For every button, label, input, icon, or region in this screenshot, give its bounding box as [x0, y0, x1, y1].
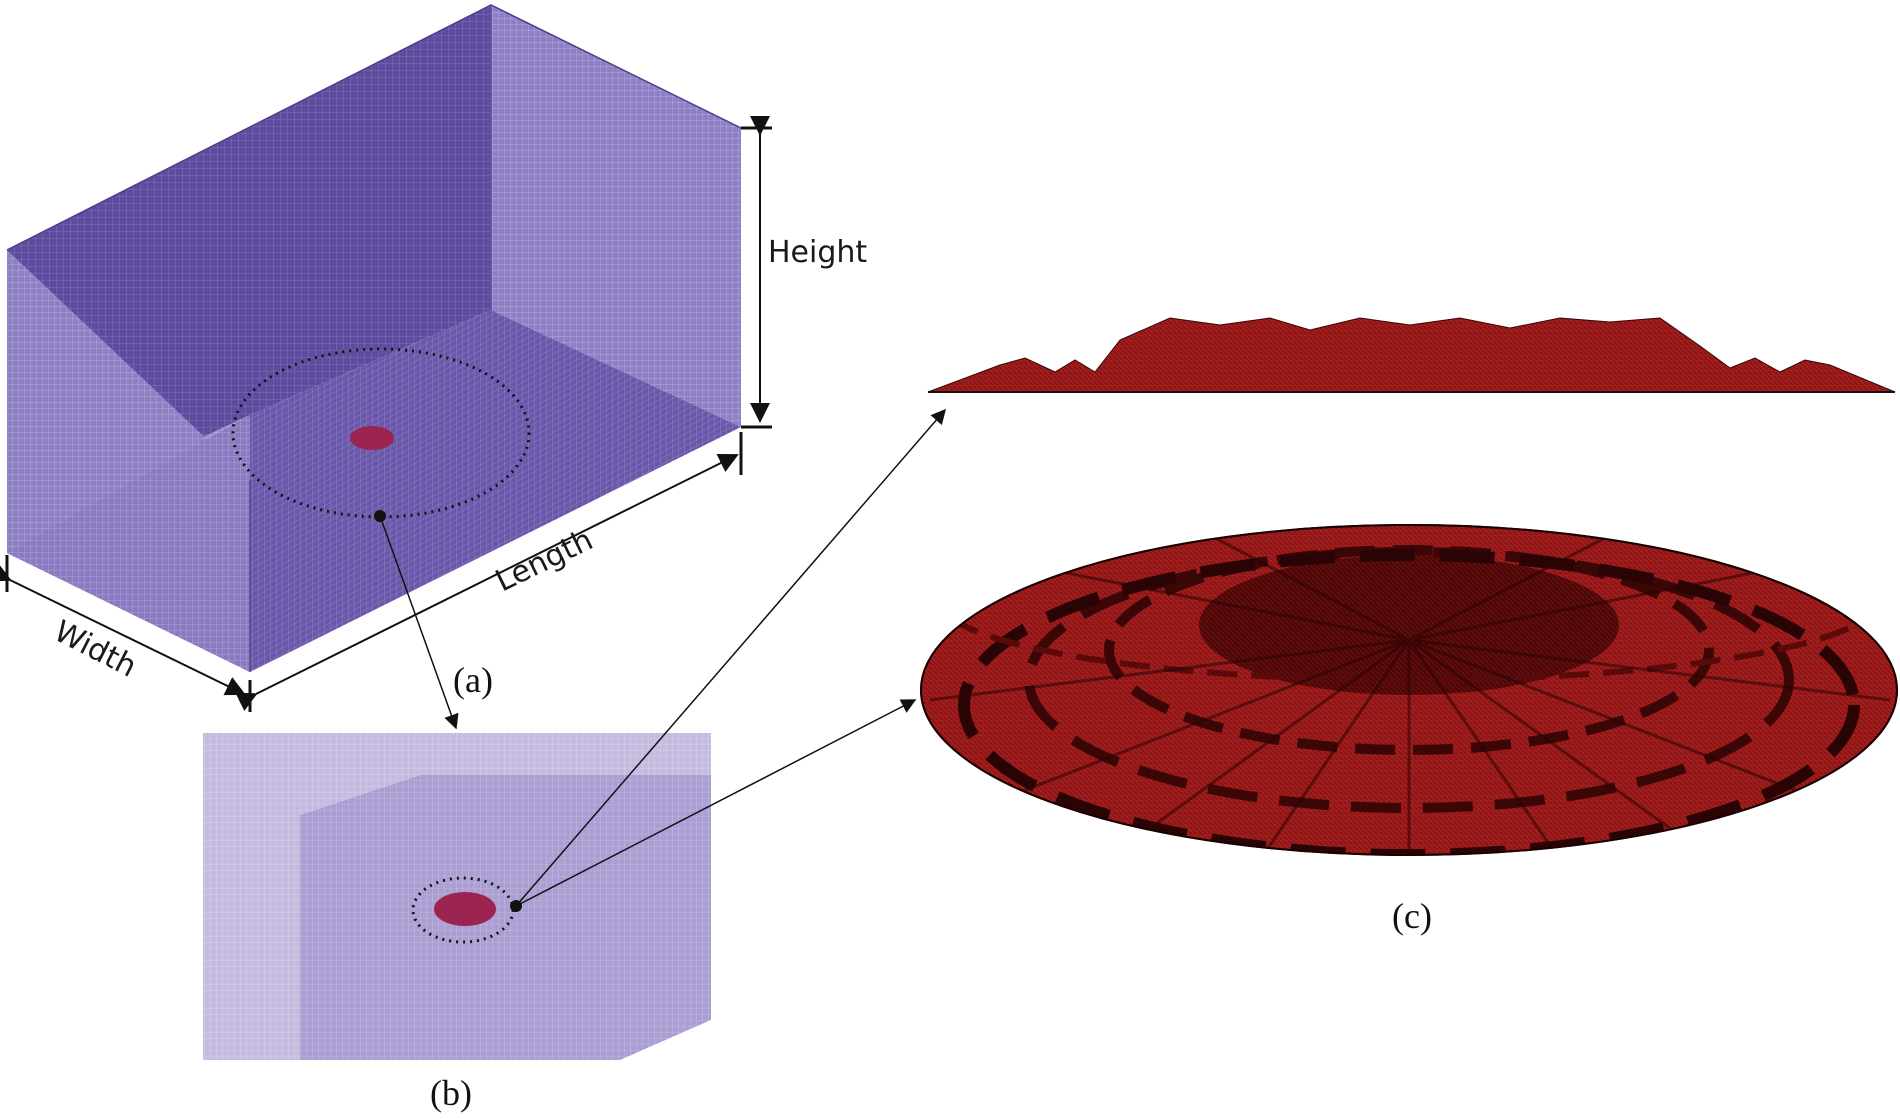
zoom-left-face [203, 815, 300, 1060]
height-dimension: Height [741, 116, 867, 429]
panel-b-zoomed-domain: (b) [203, 733, 711, 1113]
interface-patch-b [434, 892, 496, 926]
panel-a-domain-box: Height Length Width (a) [0, 4, 867, 712]
width-label: Width [48, 614, 142, 685]
zoom-floor-face [300, 775, 711, 1060]
panel-label-a: (a) [453, 660, 493, 700]
arrow-b-to-c-top [515, 699, 917, 907]
rough-surface-profile [927, 317, 1896, 393]
interface-patch-a [350, 426, 394, 450]
panel-label-b: (b) [430, 1073, 472, 1113]
right-wall-face [491, 5, 741, 427]
panel-label-c: (c) [1392, 896, 1432, 936]
zoom-top-face [203, 733, 711, 815]
arrow-b-to-c-side [515, 408, 946, 907]
panel-c-rough-surface: (c) [920, 317, 1898, 936]
arrow-a-to-b [379, 515, 459, 730]
rough-surface-disk [920, 524, 1898, 856]
selection-circle-a [231, 347, 531, 519]
height-label: Height [768, 235, 867, 270]
